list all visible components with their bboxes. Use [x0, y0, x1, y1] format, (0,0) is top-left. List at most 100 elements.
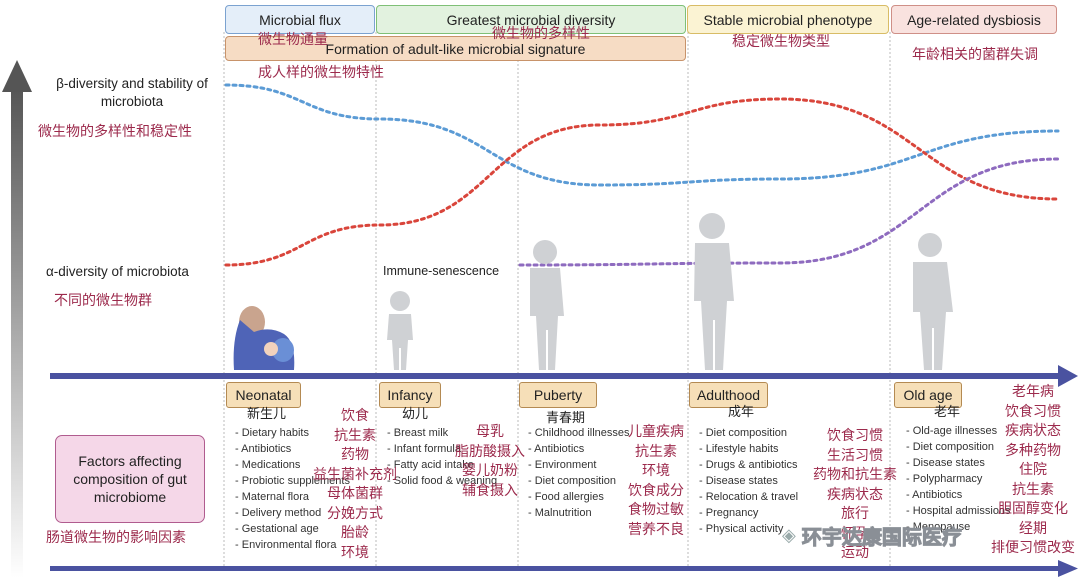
age-neonatal: Neonatal	[226, 382, 301, 408]
beta-diversity-label: β-diversity and stability of microbiota	[56, 76, 208, 109]
factor-list-old-age: Old-age illnesses Diet composition Disea…	[906, 423, 1011, 535]
stage-greatest-diversity: Greatest microbial diversity	[376, 5, 686, 34]
stage-dysbiosis-cn: 年龄相关的菌群失调	[912, 46, 1038, 62]
cn-list-infancy: 母乳 脂肪酸摄入 婴儿奶粉 辅食摄入	[440, 422, 540, 500]
list-item: 住院	[1019, 461, 1047, 477]
immune-senescence-label: Immune-senescence	[383, 264, 500, 278]
list-item: 老年病	[1012, 383, 1054, 399]
cn-list-neonatal: 饮食 抗生素 药物 益生菌补充剂 母体菌群 分娩方式 胎龄 环境	[300, 406, 410, 562]
stage-greatest-diversity-label: Greatest microbial diversity	[446, 11, 616, 28]
wechat-icon: ◈	[782, 525, 796, 545]
stage-dysbiosis-label: Age-related dysbiosis	[907, 11, 1041, 28]
factors-cn: 肠道微生物的影响因素	[46, 529, 186, 545]
list-item: 旅行	[841, 505, 869, 521]
list-item: Fatty acid intake	[387, 457, 497, 473]
age-neonatal-label: Neonatal	[235, 387, 292, 403]
list-item: 饮食习惯	[827, 427, 883, 443]
bottom-arrow-bar	[50, 566, 1060, 571]
vertical-axis-arrowhead	[2, 60, 32, 92]
list-item: Environment	[528, 457, 630, 473]
list-item: Medications	[235, 457, 350, 473]
watermark: ◈ 环宇达康国际医疗	[782, 521, 962, 550]
list-item: Lifestyle habits	[699, 441, 798, 457]
list-item: 环境	[341, 543, 369, 560]
list-item: Malnutrition	[528, 505, 630, 521]
list-item: 母体菌群	[327, 485, 383, 501]
age-old-age-cn: 老年	[934, 404, 961, 419]
stage-microbial-flux-label: Microbial flux	[259, 11, 341, 28]
list-item: 生活习惯	[827, 446, 883, 463]
stage-stable-phenotype: Stable microbial phenotype	[687, 5, 889, 34]
list-item: Pregnancy	[699, 505, 798, 521]
list-item: 饮食成分	[628, 481, 684, 498]
list-item: Antibiotics	[528, 441, 630, 457]
list-item: 脂肪酸摄入	[455, 442, 525, 459]
stage-microbial-flux: Microbial flux	[225, 5, 375, 34]
age-puberty: Puberty	[519, 382, 597, 408]
list-item: Diet composition	[906, 439, 1011, 455]
factor-list-infancy: Breast milk Infant formula Fatty acid in…	[387, 425, 497, 489]
list-item: 饮食	[341, 407, 369, 423]
factor-list-adulthood: Diet composition Lifestyle habits Drugs …	[699, 425, 798, 537]
list-item: Breast milk	[387, 425, 497, 441]
list-item: 胎龄	[341, 524, 369, 540]
list-item: Diet composition	[699, 425, 798, 441]
list-item: Disease states	[699, 473, 798, 489]
list-item: Polypharmacy	[906, 471, 1011, 487]
stage-adult-signature-label: Formation of adult-like microbial signat…	[325, 40, 586, 57]
factors-box: Factors affecting composition of gut mic…	[55, 435, 205, 523]
age-puberty-label: Puberty	[533, 387, 583, 403]
list-item: 婴儿奶粉	[462, 462, 518, 478]
age-adulthood-cn: 成年	[728, 404, 755, 419]
list-item: Old-age illnesses	[906, 423, 1011, 439]
list-item: 儿童疾病	[628, 423, 684, 439]
stage-microbial-flux-cn: 微生物通量	[258, 31, 328, 47]
list-item: 药物和抗生素	[813, 466, 897, 482]
list-item: Gestational age	[235, 521, 350, 537]
list-item: Drugs & antibiotics	[699, 457, 798, 473]
list-item: Environmental flora	[235, 537, 350, 553]
list-item: 分娩方式	[327, 504, 383, 521]
alpha-diversity-label: α-diversity of microbiota	[46, 264, 189, 279]
list-item: Probiotic supplements	[235, 473, 350, 489]
stage-dysbiosis: Age-related dysbiosis	[891, 5, 1057, 34]
list-item: Dietary habits	[235, 425, 350, 441]
timeline-arrow-bar	[50, 373, 1060, 379]
age-adulthood: Adulthood	[689, 382, 768, 408]
list-item: 疾病状态	[827, 485, 883, 502]
factor-list-puberty: Childhood illnesses Antibiotics Environm…	[528, 425, 630, 521]
list-item: Antibiotics	[235, 441, 350, 457]
stage-stable-phenotype-cn: 稳定微生物类型	[732, 33, 830, 49]
age-neonatal-cn: 新生儿	[247, 406, 287, 421]
list-item: Antibiotics	[906, 487, 1011, 503]
list-item: 排便习惯改变	[991, 539, 1075, 555]
age-old-age-label: Old age	[903, 387, 953, 403]
beta-diversity-cn: 微生物的多样性和稳定性	[38, 123, 192, 139]
list-item: 怀孕	[841, 524, 869, 541]
bottom-arrowhead	[1058, 560, 1078, 577]
list-item: 环境	[642, 462, 670, 478]
stage-stable-phenotype-label: Stable microbial phenotype	[703, 11, 873, 28]
watermark-text: 环宇达康国际医疗	[801, 527, 962, 550]
list-item: Hospital admissions	[906, 503, 1011, 519]
list-item: 辅食摄入	[462, 481, 518, 498]
age-infancy: Infancy	[379, 382, 441, 408]
timeline-arrowhead	[1058, 365, 1078, 387]
alpha-diversity-cn: 不同的微生物群	[54, 292, 152, 308]
age-old-age: Old age	[894, 382, 962, 408]
list-item: 母乳	[476, 423, 504, 439]
series-line-0	[224, 83, 1060, 187]
list-item: Food allergies	[528, 489, 630, 505]
list-item: Infant formula	[387, 441, 497, 457]
list-item: 营养不良	[628, 520, 684, 537]
list-item: Diet composition	[528, 473, 630, 489]
list-item: 食物过敏	[628, 501, 684, 517]
list-item: 疾病状态	[1005, 422, 1061, 438]
list-item: 经期	[1019, 519, 1047, 536]
list-item: 药物	[341, 446, 369, 462]
list-item: Disease states	[906, 455, 1011, 471]
list-item: Physical activity	[699, 521, 798, 537]
list-item: 饮食习惯	[1005, 402, 1061, 419]
list-item: Childhood illnesses	[528, 425, 630, 441]
